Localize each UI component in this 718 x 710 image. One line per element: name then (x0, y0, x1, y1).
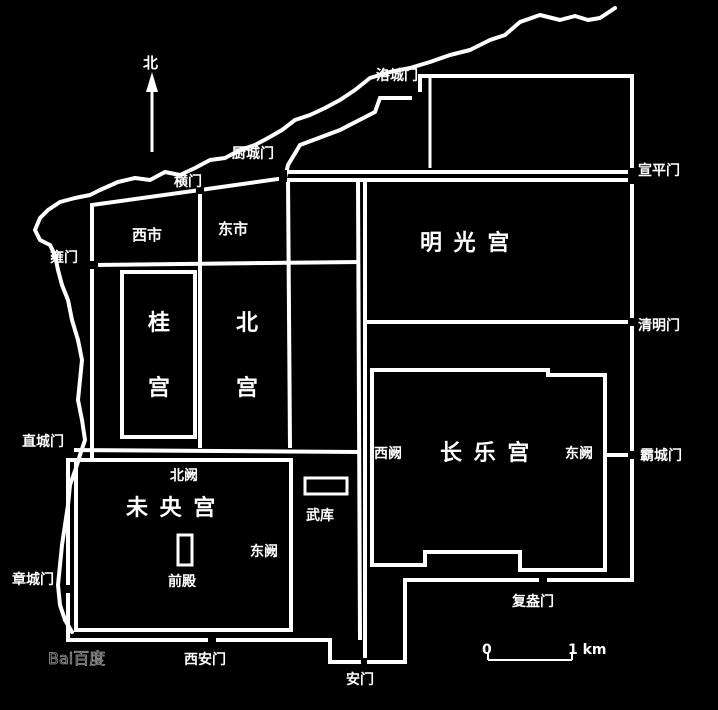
palace-label-changle: 长 乐 宫 (440, 440, 531, 466)
xuanping-gate-gap (628, 168, 638, 184)
palace-label-gui-top: 桂 (148, 310, 172, 336)
north-arrow-icon (146, 72, 158, 152)
palace-label-mingguang: 明 光 宫 (420, 230, 511, 256)
zhicheng-avenue (67, 448, 361, 454)
gate-label-zhicheng: 直城门 (22, 433, 64, 450)
luocheng-gate-gap (412, 92, 422, 102)
palace-label-weiyang: 未 央 宫 (126, 495, 217, 521)
palace-label-bei-bottom: 宫 (236, 375, 260, 401)
watermark-logo: Bai百度 (48, 649, 105, 668)
gate-label-heng: 横门 (174, 173, 202, 190)
anmen-avenue-west (356, 179, 362, 641)
chucheng-avenue (286, 177, 292, 449)
feature-label-west-que: 西阙 (374, 445, 402, 462)
gate-label-luocheng: 洛城门 (376, 67, 418, 84)
feature-label-front-hall: 前殿 (168, 573, 197, 590)
arsenal-box (303, 476, 349, 496)
gate-label-bacheng: 霸城门 (640, 447, 682, 464)
scale-bar (487, 652, 573, 661)
feature-label-east-que-changle: 东阙 (565, 445, 593, 462)
north-label: 北 (143, 54, 158, 72)
gate-label-xuanping: 宣平门 (638, 162, 680, 179)
outer-city-wall (66, 74, 634, 664)
feature-label-north-que: 北阙 (170, 467, 198, 484)
gate-label-an: 安门 (346, 671, 374, 688)
gate-label-qingming: 清明门 (638, 317, 680, 334)
district-label-west-market: 西市 (132, 226, 162, 244)
gate-label-xian: 西安门 (184, 651, 226, 668)
palace-label-bei-top: 北 (236, 311, 260, 336)
zhicheng-gate-gap (64, 446, 74, 454)
xian-gate-gap (208, 636, 216, 646)
zhangcheng-gate-gap (64, 585, 74, 593)
bacheng-gate-gap (628, 451, 638, 459)
front-hall-box (176, 533, 194, 567)
changle-palace-wall (370, 368, 607, 572)
scale-label-one: 1 km (568, 642, 607, 658)
gate-label-fuang: 复盎门 (511, 593, 554, 610)
gate-label-zhangcheng: 章城门 (12, 571, 54, 588)
gate-label-chucheng: 厨城门 (232, 145, 274, 162)
yong-avenue (91, 260, 361, 267)
fuang-gate-gap (539, 576, 547, 586)
gate-label-yong: 雍门 (50, 249, 78, 266)
scale-label-zero: 0 (482, 642, 492, 658)
gui-palace-wall (120, 270, 197, 439)
district-label-east-market: 东市 (218, 220, 248, 238)
an-gate-gap (361, 658, 367, 668)
heng-gate-gap (196, 186, 204, 194)
palace-label-gui-bottom: 宫 (148, 375, 172, 401)
qingming-gate-gap (628, 318, 638, 326)
yong-gate-gap (88, 261, 98, 269)
weiyang-palace-wall (74, 458, 293, 632)
feature-label-arsenal: 武库 (306, 507, 334, 524)
feature-label-east-que: 东阙 (250, 543, 278, 560)
chucheng-gate-gap (279, 170, 287, 182)
